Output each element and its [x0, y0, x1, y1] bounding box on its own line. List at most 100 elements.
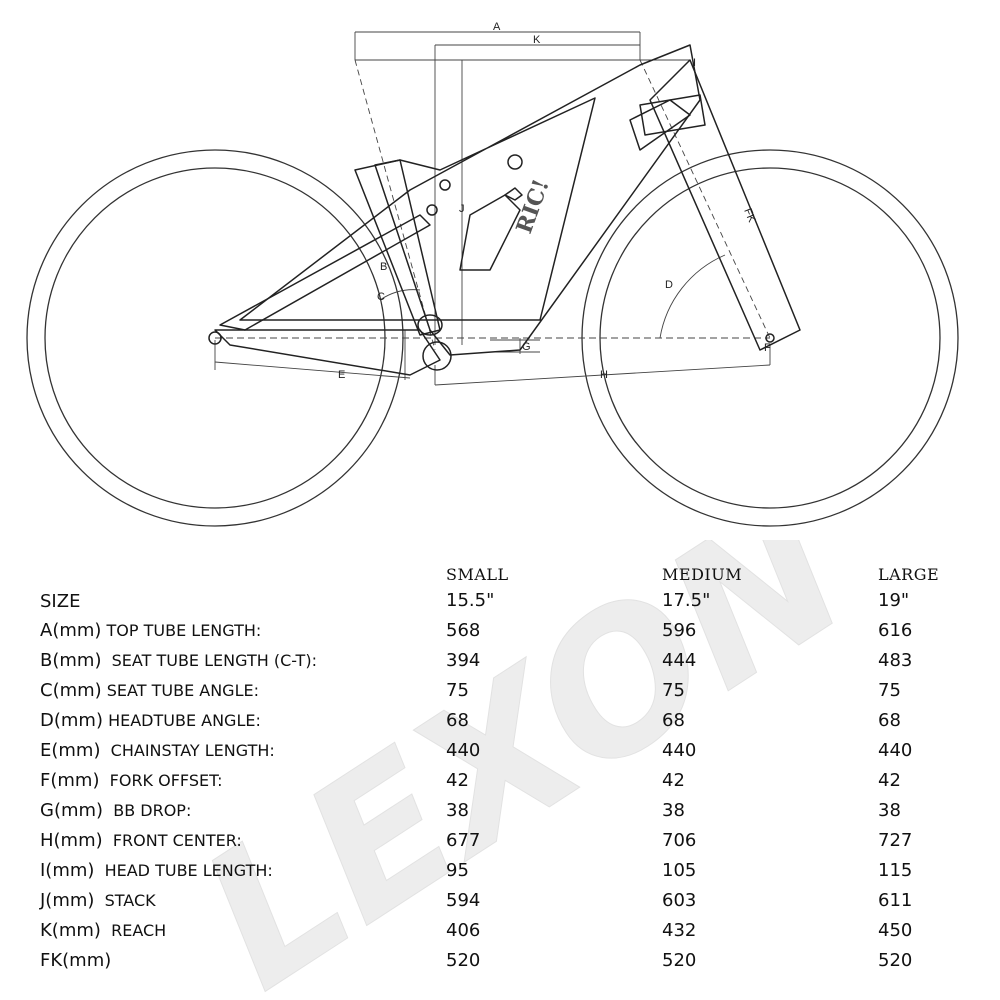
row-label: H(mm) FRONT CENTER: [40, 830, 242, 851]
row-code: J(mm) [40, 890, 95, 911]
row-value-medium: 603 [662, 890, 697, 911]
row-description: BB DROP: [103, 801, 192, 820]
row-label: J(mm) STACK [40, 890, 156, 911]
table-row: K(mm) REACH 406 432 450 [0, 920, 1000, 950]
row-code: E(mm) [40, 740, 101, 761]
dim-label-i: I [693, 57, 696, 69]
table-row: F(mm) FORK OFFSET: 42 42 42 [0, 770, 1000, 800]
row-code: A(mm) [40, 620, 102, 641]
row-description: REACH [100, 921, 167, 940]
row-value-large: 616 [878, 620, 913, 641]
row-value-small: 568 [446, 620, 481, 641]
dim-label-g: G [522, 341, 531, 353]
dim-label-a: A [493, 21, 501, 33]
row-description: HEADTUBE ANGLE: [102, 711, 261, 730]
row-code: H(mm) [40, 830, 103, 851]
row-value-medium: 520 [662, 950, 697, 971]
row-label: G(mm) BB DROP: [40, 800, 191, 821]
column-header-small: SMALL [446, 565, 509, 584]
dim-label-k: K [533, 34, 541, 46]
row-value-small: 440 [446, 740, 481, 761]
row-value-medium: 42 [662, 770, 685, 791]
row-value-small: 15.5" [446, 590, 495, 611]
row-value-small: 594 [446, 890, 481, 911]
dim-label-c: C [377, 291, 385, 303]
seatstay [219, 214, 431, 331]
row-value-medium: 68 [662, 710, 685, 731]
row-code: FK(mm) [40, 950, 112, 971]
row-value-large: 727 [878, 830, 913, 851]
dim-label-b: B [380, 261, 387, 273]
table-row: J(mm) STACK 594 603 611 [0, 890, 1000, 920]
row-label: SIZE [40, 590, 80, 612]
table-row: SIZE 15.5" 17.5" 19" [0, 590, 1000, 620]
row-description: FORK OFFSET: [99, 771, 223, 790]
row-description: STACK [94, 891, 156, 910]
fork [649, 59, 801, 351]
row-value-medium: 17.5" [662, 590, 711, 611]
row-description: HEAD TUBE LENGTH: [94, 861, 273, 880]
bike-geometry-diagram: RIC! A K I J B C D E F G H FK [26, 21, 959, 527]
dim-label-e: E [338, 369, 345, 381]
row-code: I(mm) [40, 860, 95, 881]
dim-label-j: J [459, 203, 465, 215]
row-value-large: 68 [878, 710, 901, 731]
row-label: I(mm) HEAD TUBE LENGTH: [40, 860, 273, 881]
row-value-medium: 432 [662, 920, 697, 941]
frame-logo: RIC! [511, 176, 554, 237]
row-code: D(mm) [40, 710, 103, 731]
bottom-bracket [422, 341, 452, 371]
row-value-medium: 444 [662, 650, 697, 671]
seat-tube [354, 159, 441, 336]
row-code: K(mm) [40, 920, 101, 941]
dim-label-h: H [600, 369, 608, 381]
row-description: TOP TUBE LENGTH: [101, 621, 262, 640]
chainstay [214, 329, 441, 376]
front-triangle [239, 44, 701, 356]
row-code: C(mm) [40, 680, 102, 701]
dim-label-f: F [764, 342, 771, 354]
row-value-large: 75 [878, 680, 901, 701]
water-bottle [459, 194, 521, 271]
row-value-large: 611 [878, 890, 913, 911]
row-value-medium: 440 [662, 740, 697, 761]
row-value-small: 42 [446, 770, 469, 791]
main-pivot [417, 314, 443, 336]
table-row: I(mm) HEAD TUBE LENGTH: 95 105 115 [0, 860, 1000, 890]
row-value-medium: 105 [662, 860, 697, 881]
row-label: E(mm) CHAINSTAY LENGTH: [40, 740, 275, 761]
row-description: SEAT TUBE ANGLE: [101, 681, 259, 700]
row-value-small: 75 [446, 680, 469, 701]
row-code: B(mm) [40, 650, 102, 671]
row-value-large: 42 [878, 770, 901, 791]
row-value-large: 38 [878, 800, 901, 821]
row-value-large: 115 [878, 860, 913, 881]
dim-label-d: D [665, 279, 673, 291]
row-value-large: 483 [878, 650, 913, 671]
row-description: SEAT TUBE LENGTH (C-T): [101, 651, 317, 670]
row-value-large: 450 [878, 920, 913, 941]
row-code: F(mm) [40, 770, 100, 791]
row-value-medium: 38 [662, 800, 685, 821]
row-label: C(mm) SEAT TUBE ANGLE: [40, 680, 259, 701]
row-code: SIZE [40, 591, 81, 612]
stem [629, 99, 691, 151]
column-header-large: LARGE [878, 565, 940, 584]
row-value-large: 19" [878, 590, 910, 611]
head-tube [639, 94, 706, 136]
row-value-small: 677 [446, 830, 481, 851]
row-label: B(mm) SEAT TUBE LENGTH (C-T): [40, 650, 317, 671]
row-label: D(mm) HEADTUBE ANGLE: [40, 710, 261, 731]
row-value-small: 406 [446, 920, 481, 941]
dim-label-fk: FK [741, 207, 758, 225]
row-value-small: 95 [446, 860, 469, 881]
geometry-table: SMALL MEDIUM LARGE SIZE 15.5" 17.5" 19" A(mm… [0, 560, 1000, 1000]
row-label: A(mm) TOP TUBE LENGTH: [40, 620, 261, 641]
column-header-medium: MEDIUM [662, 565, 743, 584]
